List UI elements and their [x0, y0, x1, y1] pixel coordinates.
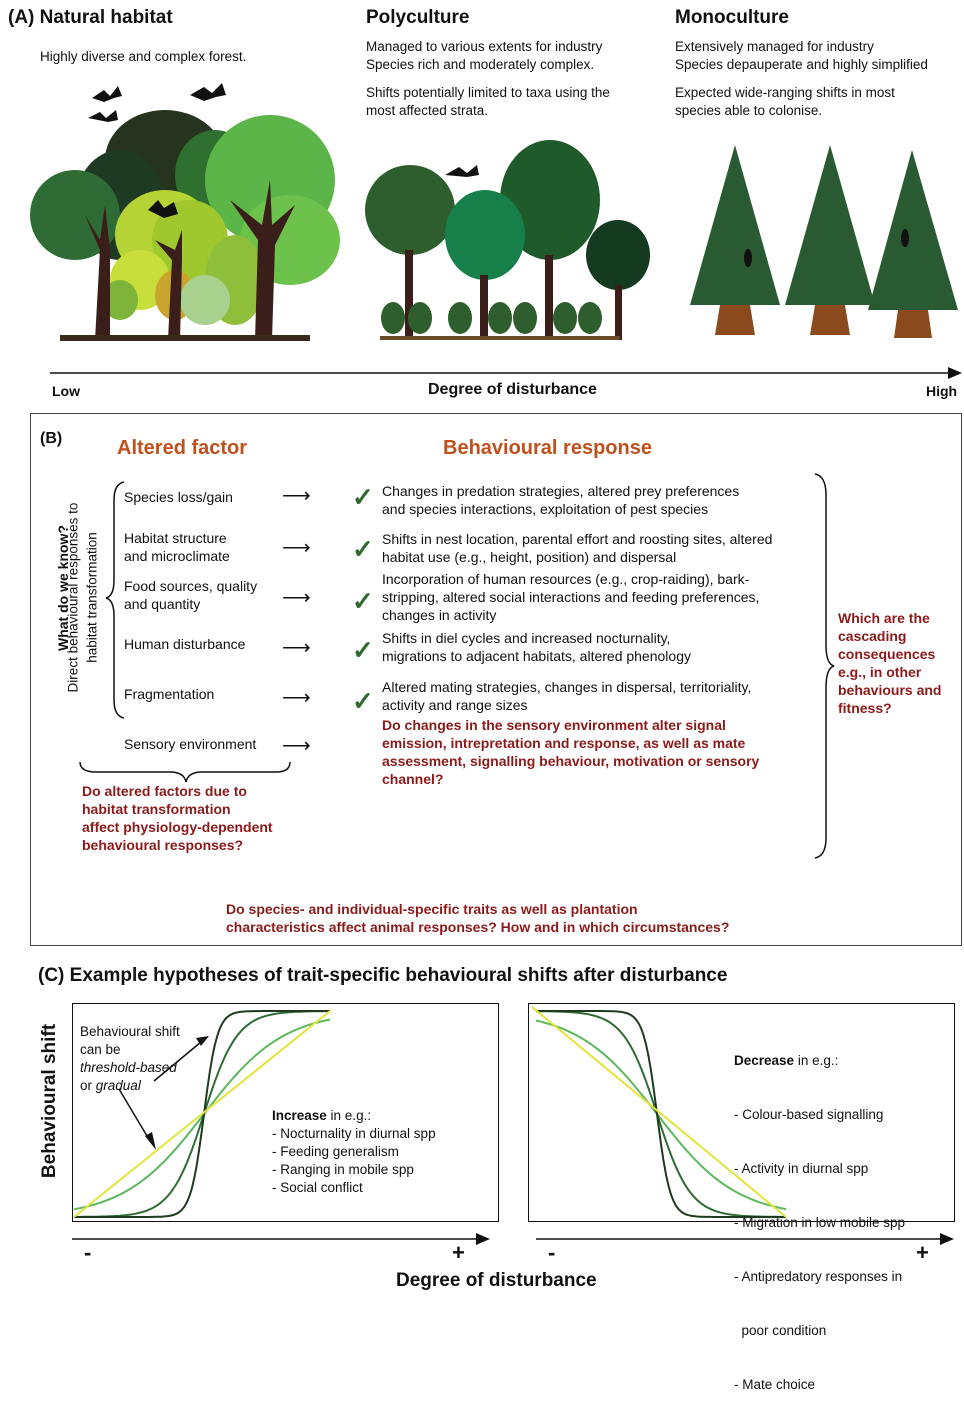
arrow-2: ⟶ — [282, 537, 311, 559]
minus-label-left: - — [84, 1240, 92, 1265]
right-brace — [814, 473, 835, 859]
response-5: Altered mating strategies, changes in di… — [382, 679, 752, 713]
gradual-curve — [73, 1018, 331, 1211]
response-4: Shifts in diel cycles and increased noct… — [382, 630, 691, 664]
annotation-text: Behavioural shift can be threshold-based… — [80, 1024, 180, 1093]
arrow-4: ⟶ — [282, 637, 311, 659]
factor-species: Species loss/gain — [124, 489, 233, 505]
annotation-arrow-gradual — [118, 1088, 151, 1142]
natural-desc: Highly diverse and complex forest. — [40, 49, 247, 64]
increase-graph — [72, 1003, 499, 1222]
axis-low-label: Low — [52, 383, 80, 399]
plus-label-right: + — [916, 1240, 929, 1265]
intermediate-curve — [535, 1010, 786, 1218]
arrow-5: ⟶ — [282, 687, 311, 709]
annotation-arrowhead-threshold — [196, 1036, 209, 1046]
response-2: Shifts in nest location, parental effort… — [382, 531, 773, 565]
arrow-1: ⟶ — [282, 485, 311, 507]
threshold-curve — [74, 1010, 330, 1218]
panel-a-title: (A) Natural habitat — [8, 7, 173, 28]
factor-fragmentation: Fragmentation — [124, 686, 215, 702]
panel-b-label: (B) — [40, 430, 63, 447]
increase-list: Increase in e.g.: - Nocturnality in diur… — [272, 1108, 436, 1195]
decrease-list: Decrease in e.g.: - Colour-based signall… — [734, 1053, 906, 1392]
minus-label-right: - — [548, 1240, 556, 1265]
x-axis-left-arrowhead — [476, 1233, 490, 1245]
bottom-brace — [79, 761, 291, 783]
polyculture-desc: Managed to various extents for industry … — [366, 39, 610, 118]
check-icon: ✓ — [352, 482, 374, 512]
left-brace — [105, 481, 125, 719]
natural-forest-illustration — [30, 83, 340, 341]
check-icon: ✓ — [352, 635, 374, 665]
panel-b-brackets — [79, 473, 835, 859]
monoculture-title: Monoculture — [675, 7, 789, 28]
polyculture-title: Polyculture — [366, 7, 470, 28]
behavioural-response-heading: Behavioural response — [443, 437, 652, 459]
traits-question: Do species- and individual-specific trai… — [226, 901, 730, 935]
gradual-curve — [535, 1019, 787, 1211]
axis-disturbance-label: Degree of disturbance — [428, 381, 597, 398]
altered-factor-heading: Altered factor — [117, 437, 248, 459]
linear-curve — [531, 1006, 787, 1218]
factor-sensory: Sensory environment — [124, 736, 257, 752]
check-icon: ✓ — [352, 586, 374, 616]
panel-c-xlabel: Degree of disturbance — [396, 1270, 597, 1291]
annotation-arrow-threshold — [153, 1041, 202, 1082]
response-1: Changes in predation strategies, altered… — [382, 483, 740, 517]
monoculture-desc: Extensively managed for industry Species… — [675, 39, 928, 118]
check-icon: ✓ — [352, 686, 374, 716]
panel-c-curves — [72, 1006, 954, 1245]
axis-high-label: High — [926, 383, 958, 399]
disturbance-axis-arrowhead — [948, 367, 962, 379]
annotation-arrowhead-gradual — [145, 1132, 156, 1150]
polyculture-illustration — [365, 140, 650, 340]
decrease-graph — [528, 1003, 955, 1222]
linear-curve — [73, 1010, 331, 1218]
panel-b-box — [30, 413, 962, 946]
x-axis-right-arrowhead — [940, 1233, 954, 1245]
arrow-3: ⟶ — [282, 587, 311, 609]
threshold-curve — [536, 1010, 786, 1218]
response-3: Incorporation of human resources (e.g., … — [382, 571, 760, 623]
panel-c-title: (C) Example hypotheses of trait-specific… — [38, 965, 728, 986]
factor-human: Human disturbance — [124, 636, 246, 652]
arrow-6: ⟶ — [282, 735, 311, 757]
check-icon: ✓ — [352, 534, 374, 564]
habitat-illustrations — [30, 83, 962, 379]
monoculture-illustration — [690, 145, 958, 338]
plus-label-left: + — [452, 1240, 465, 1265]
intermediate-curve — [74, 1010, 330, 1218]
sensory-question: Do changes in the sensory environment al… — [382, 717, 760, 787]
